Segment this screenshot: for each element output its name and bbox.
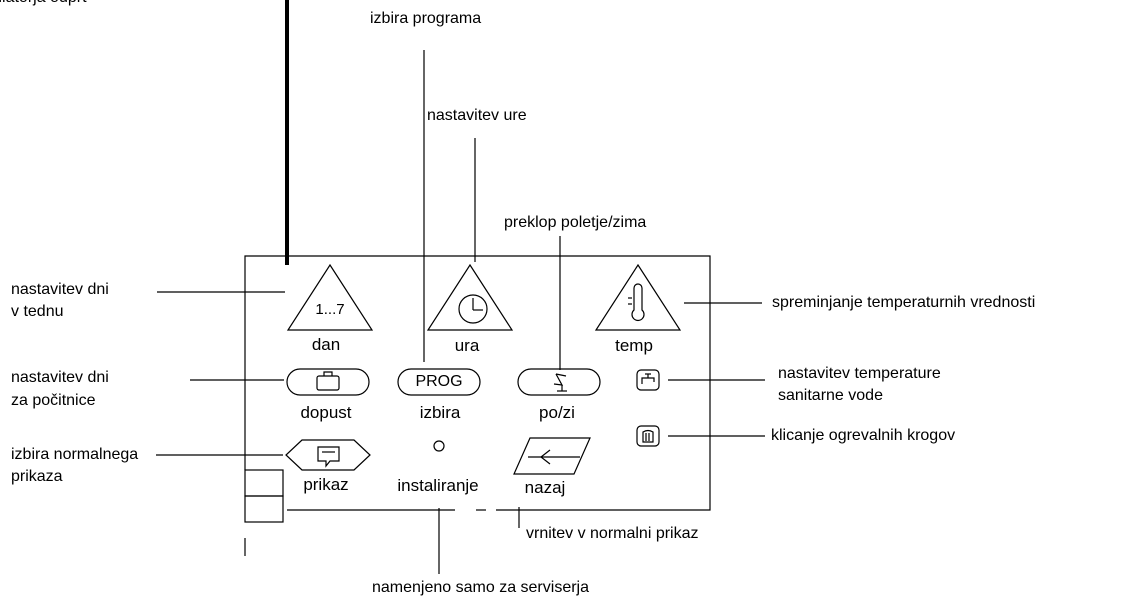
temp-triangle-button[interactable]: [594, 263, 682, 331]
annotation-temp-change: spreminjanje temperaturnih vrednosti: [772, 294, 1036, 311]
dopust-button[interactable]: [286, 368, 370, 396]
izbira-button[interactable]: [397, 368, 481, 396]
annotation-clock-set: nastavitev ure: [427, 107, 527, 124]
annotation-normal-view-2: prikaza: [11, 468, 63, 485]
prog-text: PROG: [415, 373, 463, 390]
ura-triangle-button[interactable]: [426, 263, 514, 331]
dan-symbol: 1...7: [315, 301, 345, 318]
pozi-button[interactable]: [517, 368, 601, 396]
clock-icon: [458, 294, 488, 324]
annotation-service-only: namenjeno samo za serviserja: [372, 579, 589, 596]
annotation-return-normal: vrnitev v normalni prikaz: [526, 525, 699, 542]
dopust-label: dopust: [300, 403, 352, 422]
hinge-block-top: [244, 469, 284, 497]
suitcase-icon: [316, 371, 340, 391]
annotation-dhw-2: sanitarne vode: [778, 387, 883, 404]
izbira-label: izbira: [419, 403, 461, 422]
ura-label: ura: [454, 336, 480, 355]
annotation-days-week-1: nastavitev dni: [11, 281, 109, 298]
hinge-block-bottom: [244, 495, 284, 523]
annotation-program-select: izbira programa: [370, 10, 482, 27]
panel-outline: [244, 255, 711, 511]
annotation-normal-view-1: izbira normalnega: [11, 446, 139, 463]
annotation-summer-winter: preklop poletje/zima: [504, 214, 647, 231]
annotation-dhw-1: nastavitev temperature: [778, 365, 941, 382]
annotation-regulator-open: regulatorja odprt: [0, 0, 87, 10]
prikaz-button[interactable]: [285, 439, 371, 471]
annotation-heating-circuits: klicanje ogrevalnih krogov: [771, 427, 956, 444]
thermometer-icon: [628, 283, 645, 321]
tap-icon[interactable]: [636, 369, 660, 391]
display-icon: [317, 446, 340, 468]
annotation-days-week-2: v tednu: [11, 303, 64, 320]
return-arrow-icon: [528, 449, 580, 465]
pozi-label: po/zi: [539, 403, 575, 422]
nazaj-label: nazaj: [524, 478, 566, 497]
temp-label: temp: [615, 336, 653, 355]
season-icon: [553, 373, 567, 392]
instaliranje-hole[interactable]: [433, 440, 445, 452]
nazaj-button[interactable]: [513, 437, 591, 475]
annotation-holiday-2: za počitnice: [11, 392, 96, 409]
annotation-holiday-1: nastavitev dni: [11, 369, 109, 386]
prikaz-label: prikaz: [303, 475, 349, 494]
dan-triangle-button[interactable]: [286, 263, 374, 331]
radiator-icon[interactable]: [636, 425, 660, 447]
instaliranje-label: instaliranje: [397, 476, 479, 495]
dan-label: dan: [311, 335, 341, 354]
